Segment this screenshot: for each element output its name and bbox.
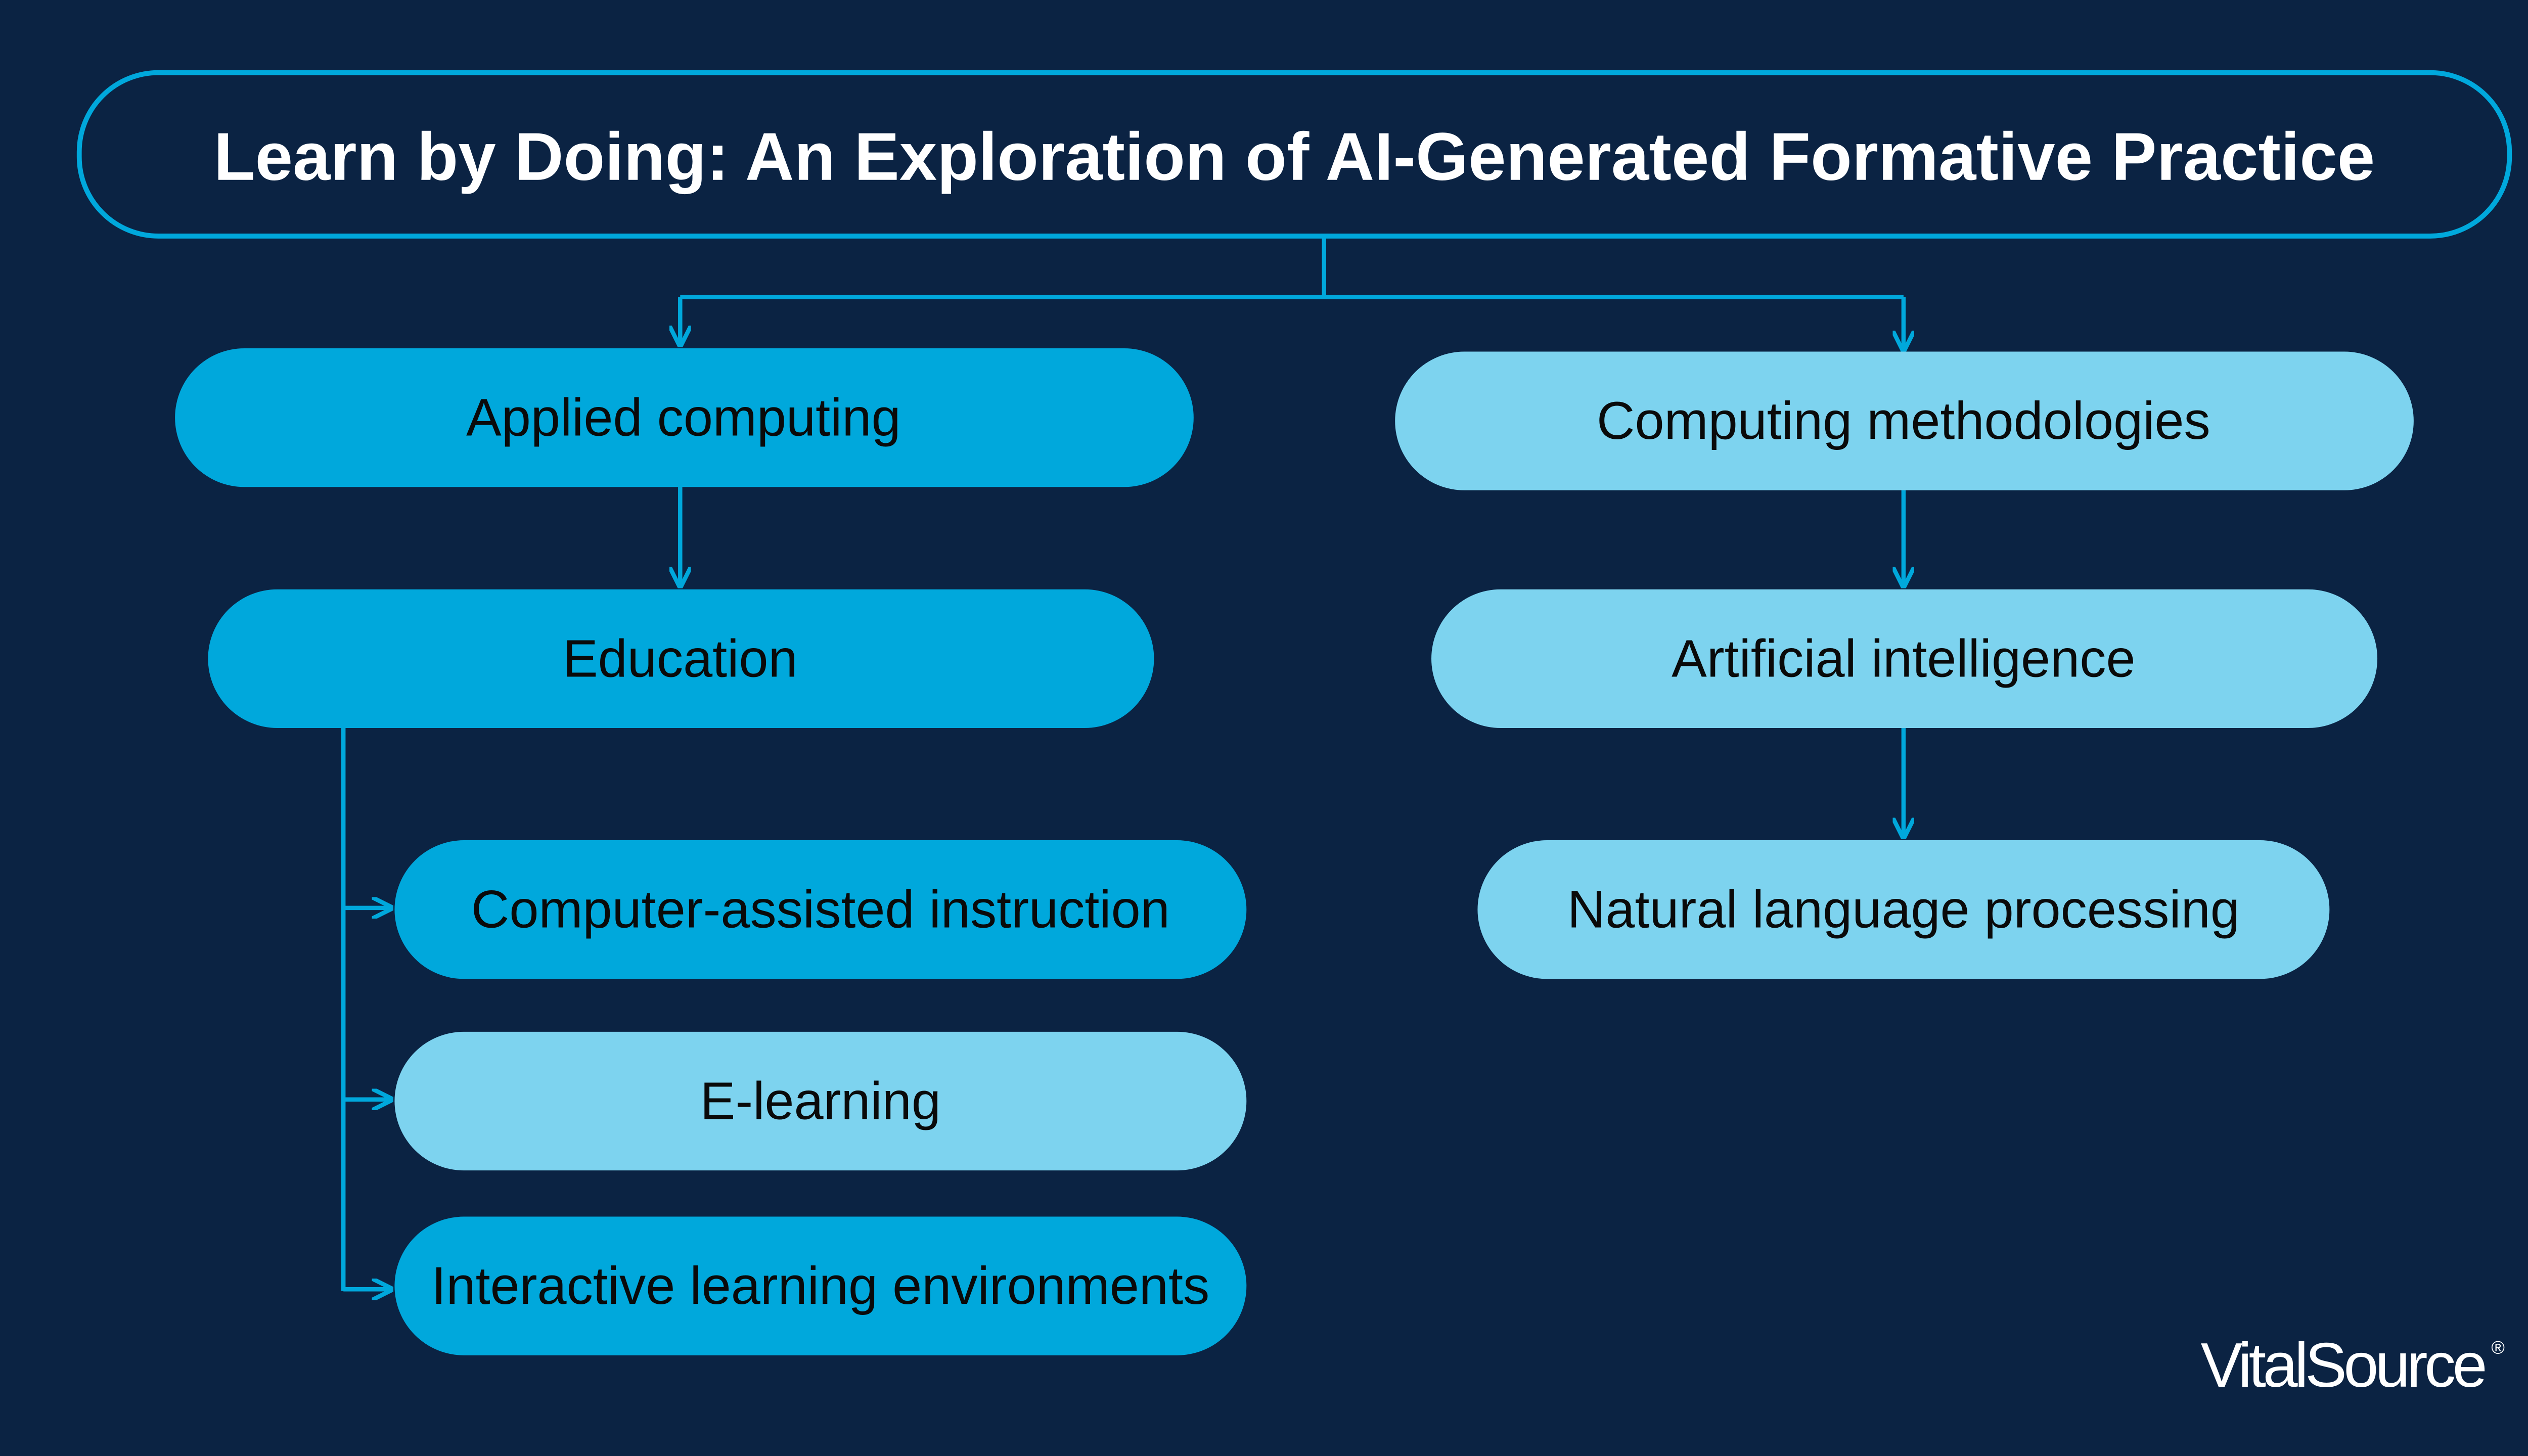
node-label: Applied computing bbox=[466, 388, 901, 447]
node-label: Computer-assisted instruction bbox=[471, 880, 1170, 939]
title-connector bbox=[680, 236, 1904, 299]
node-label: Artificial intelligence bbox=[1672, 629, 2135, 688]
title-box: Learn by Doing: An Exploration of AI-Gen… bbox=[76, 70, 2512, 239]
connectors bbox=[341, 236, 1904, 1291]
node-computing-methodologies: Computing methodologies bbox=[1395, 351, 2414, 490]
node-label: Interactive learning environments bbox=[431, 1256, 1209, 1315]
node-computer-assisted-instruction: Computer-assisted instruction bbox=[394, 840, 1247, 979]
node-label: Computing methodologies bbox=[1597, 391, 2210, 450]
node-education: Education bbox=[208, 589, 1154, 728]
node-natural-language-processing: Natural language processing bbox=[1477, 840, 2330, 979]
node-e-learning: E-learning bbox=[394, 1031, 1247, 1171]
diagram-title: Learn by Doing: An Exploration of AI-Gen… bbox=[214, 119, 2375, 195]
node-label: Education bbox=[563, 629, 798, 688]
registered-mark: ® bbox=[2491, 1337, 2504, 1358]
node-label: Natural language processing bbox=[1567, 880, 2240, 939]
logo-text: VitalSource bbox=[2201, 1331, 2485, 1400]
node-artificial-intelligence: Artificial intelligence bbox=[1431, 589, 2378, 728]
node-label: E-learning bbox=[700, 1071, 941, 1130]
node-interactive-learning-environments: Interactive learning environments bbox=[394, 1216, 1247, 1355]
node-applied-computing: Applied computing bbox=[175, 348, 1194, 487]
vitalsource-logo: VitalSource ® bbox=[2201, 1331, 2505, 1400]
